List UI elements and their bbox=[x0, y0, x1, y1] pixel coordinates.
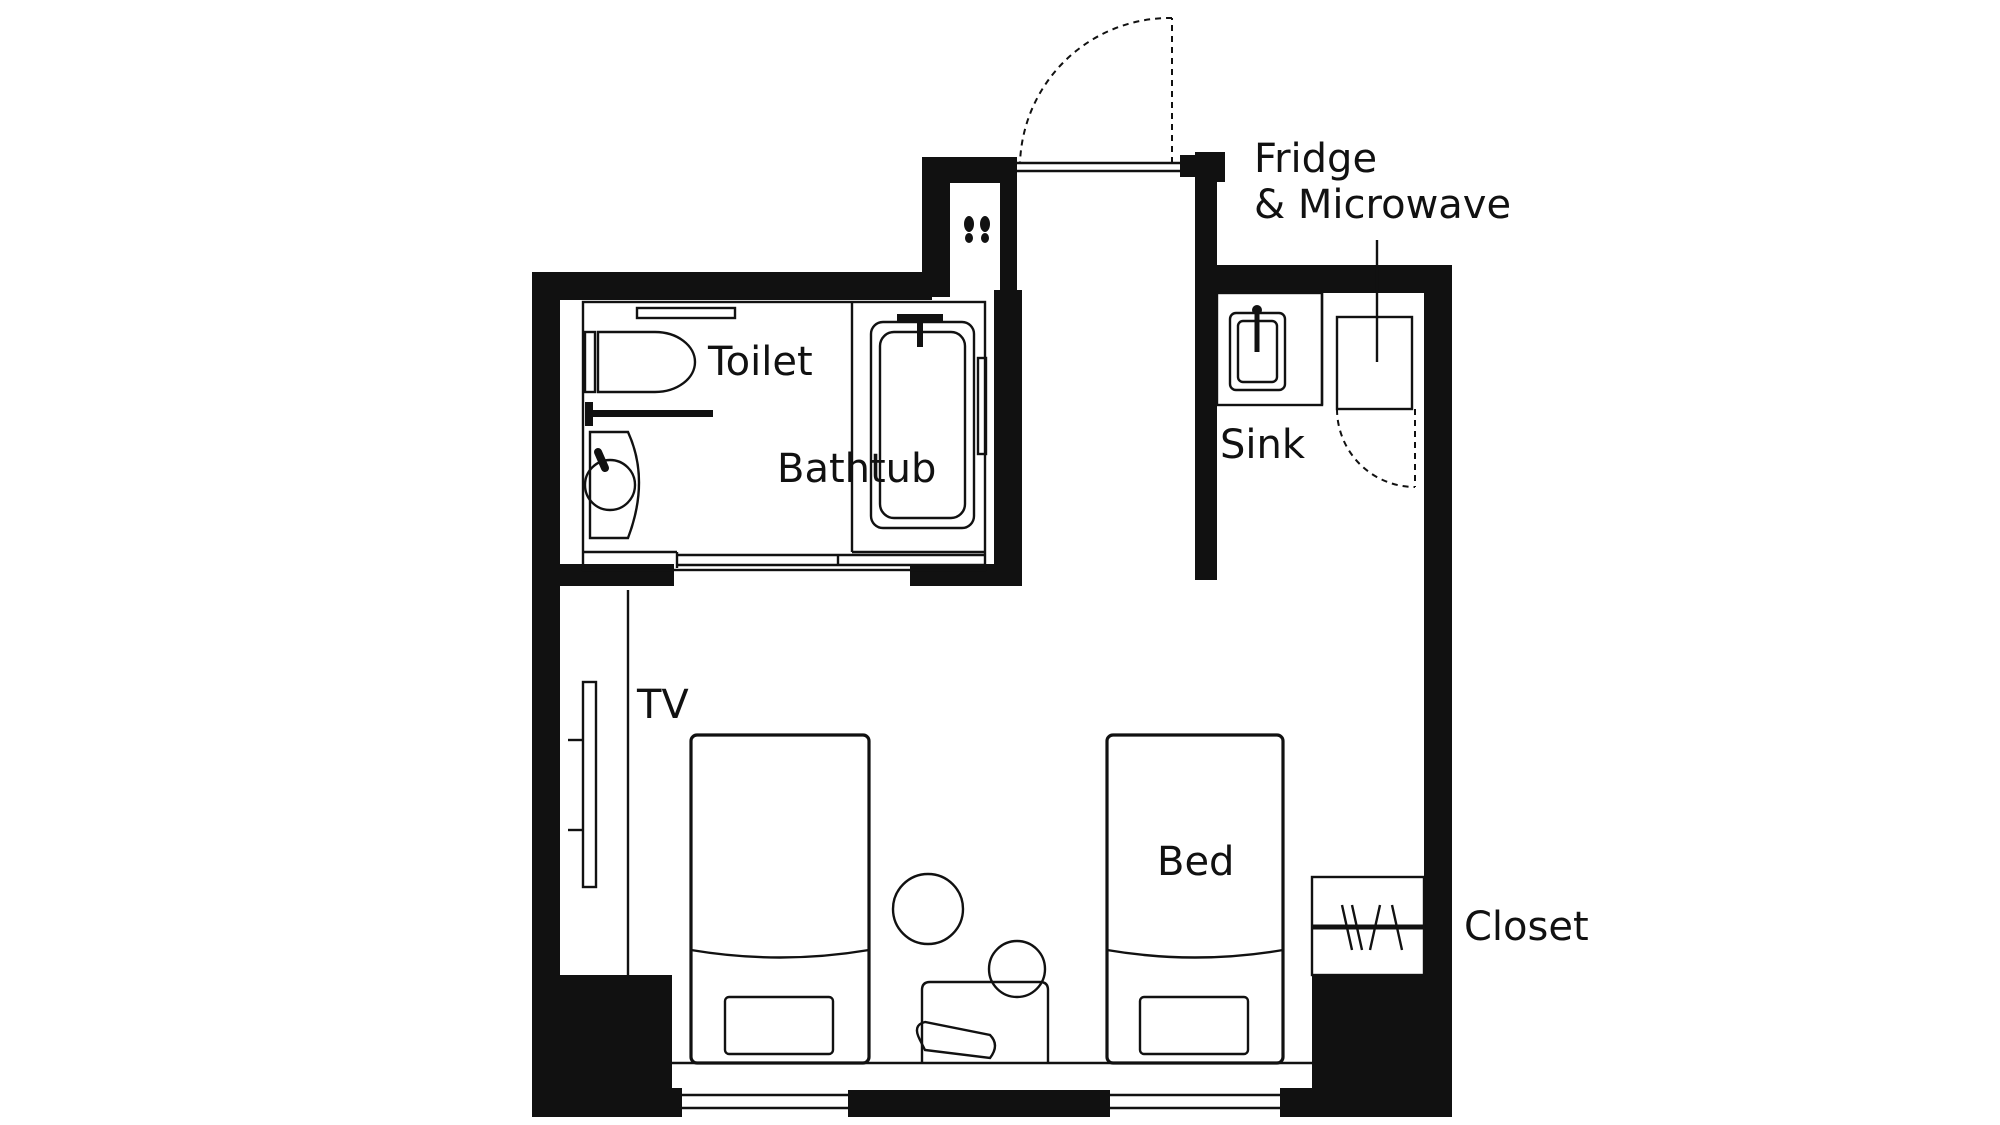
bathtub-label: Bathtub bbox=[777, 446, 936, 492]
fridge-icon bbox=[1335, 240, 1416, 488]
chair-icon bbox=[915, 939, 1050, 1063]
sink-label: Sink bbox=[1220, 422, 1306, 468]
table-icon bbox=[891, 872, 965, 946]
kitchenette bbox=[1215, 291, 1324, 407]
walls bbox=[532, 152, 1452, 1117]
bathtub-icon bbox=[869, 314, 988, 530]
door-swing-icon bbox=[1017, 16, 1200, 177]
toilet-icon bbox=[583, 330, 713, 426]
closet-hanger-icon bbox=[1310, 875, 1426, 977]
kitchen-sink-icon bbox=[1228, 305, 1287, 392]
washbasin-icon bbox=[583, 430, 641, 540]
closet-label: Closet bbox=[1464, 904, 1589, 950]
tv-icon bbox=[568, 590, 630, 975]
tv-label: TV bbox=[636, 682, 689, 728]
entrance-shoes-icon bbox=[964, 216, 990, 243]
bed-icon bbox=[689, 733, 1285, 1065]
bed-label: Bed bbox=[1157, 839, 1234, 885]
fridge-label: Fridge bbox=[1254, 136, 1377, 182]
toilet-label: Toilet bbox=[707, 339, 813, 385]
microwave-label: & Microwave bbox=[1254, 182, 1511, 228]
